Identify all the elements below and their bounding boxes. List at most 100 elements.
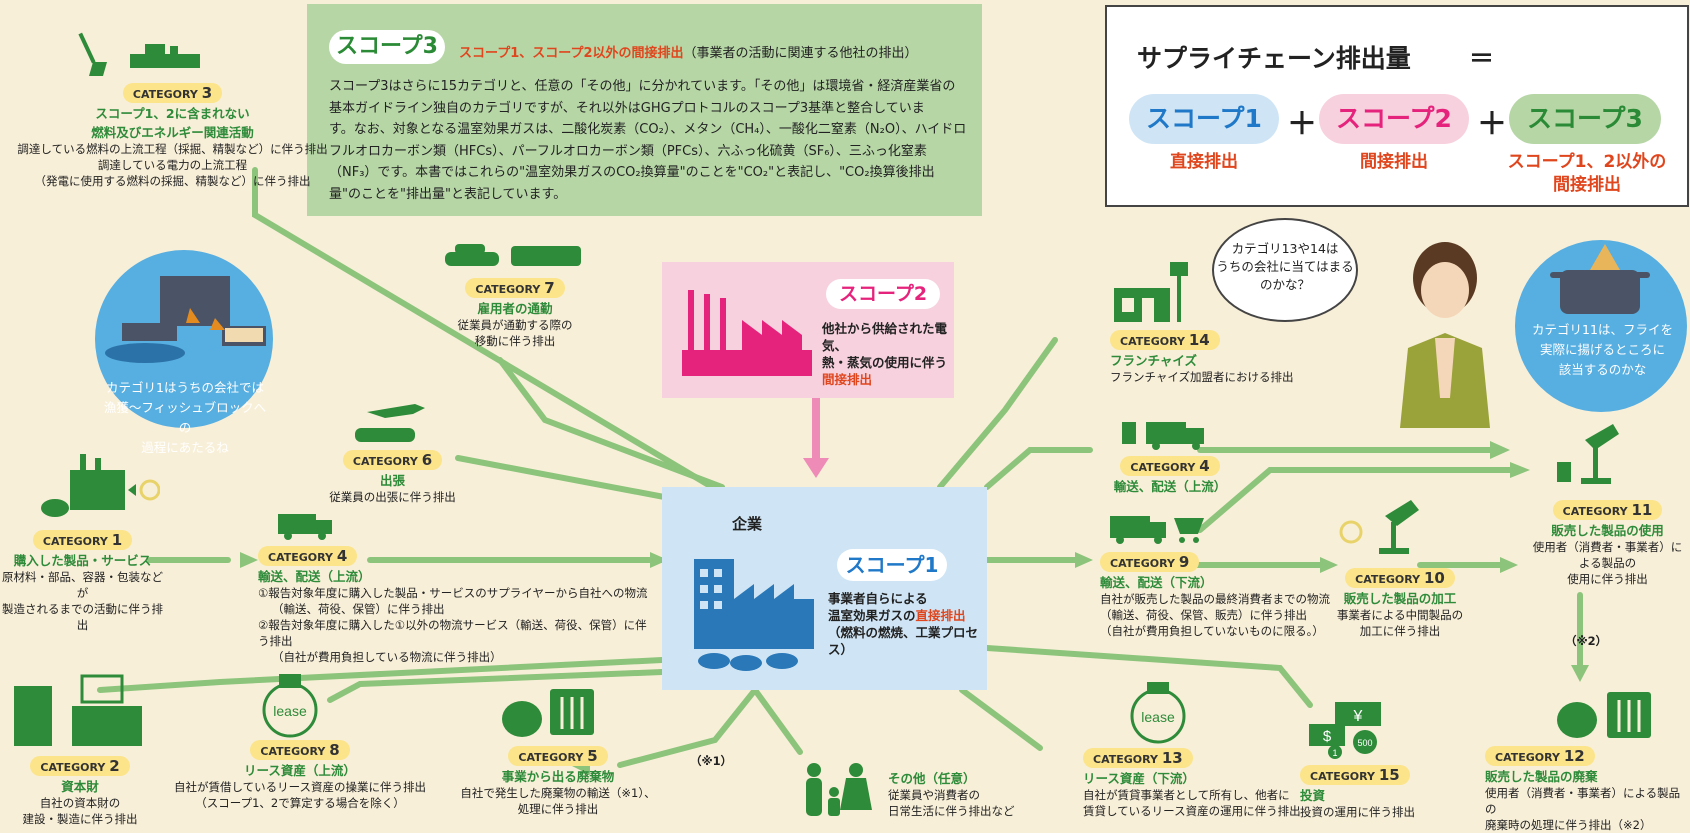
category-badge: CATEGORY 4 [258,546,358,566]
franchise-shop-icon [1114,262,1188,322]
category-desc: 賃貸しているリース資産の運用に伴う排出 [1083,804,1301,818]
category-badge: CATEGORY 15 [1300,765,1410,785]
scope2-line: 他社から供給された電気、 [822,321,948,353]
formula-scope1: スコープ1 [1129,94,1279,144]
question-speech-bubble: カテゴリ13や14は うちの会社に当てはまる のかな？ [1212,218,1358,322]
category-desc: （発電に使用する燃料の採掘、精製など）に伴う排出 [34,174,311,188]
category-desc: 従業員が通勤する際の [457,318,573,332]
category-title: 販売した製品の加工 [1343,591,1457,606]
category-badge: CATEGORY 12 [1485,746,1595,766]
category-title: リース資産（上流） [244,763,356,778]
formula-scope2-sub: 間接排出 [1360,152,1428,172]
category-title: 輸送、配送（下流） [1100,575,1213,590]
category-badge: CATEGORY 13 [1083,748,1193,768]
family-icon [806,763,872,816]
category-badge: CATEGORY 10 [1345,568,1455,588]
lease-icon: lease [1130,682,1186,744]
category-badge: CATEGORY 8 [250,740,350,760]
scope1-line: 事業者自らによる [828,591,928,606]
fry-bubble-line: カテゴリ11は、フライを [1532,322,1673,337]
scope3-body-line: 基本ガイドライン独自のカテゴリですが、それ以外はGHGプロトコルのスコープ3基準… [329,100,925,116]
category-desc: 自社の資本財の [39,796,121,810]
category-title: 輸送、配送（上流） [1113,479,1227,494]
category-title: その他（任意） [888,771,976,786]
coin-label: 1 [1332,748,1337,758]
category-desc: 自社が賃貸事業者として所有し、他者に [1083,788,1290,802]
scope3-body-line: 量"のことを"排出量"と表記しています。 [329,186,567,202]
category-desc: ①報告対象年度に購入した製品・サービスのサプライヤーから自社への物流 [258,586,648,600]
category-desc: 調達している電力の上流工程 [97,158,248,172]
scope1-text: 事業者自らによる 温室効果ガスの直接排出 （燃料の燃焼、工業プロセス） [828,590,987,658]
category-9: CATEGORY 9 輸送、配送（下流） 自社が販売した製品の最終消費者までの物… [1100,552,1340,639]
category-8: CATEGORY 8 リース資産（上流） 自社が賃借しているリース資産の操業に伴… [165,740,435,811]
scope1-line: 温室効果ガスの直接排出 [828,607,987,624]
company-scope1-box: 企業 スコープ1 事業者自らによる 温室効果ガスの直接排出 （燃料の燃焼、工業プ… [662,487,987,690]
pot-icon [1550,244,1650,314]
category-desc: （輸送、荷役、保管）に伴う排出 [272,602,445,616]
yen-label: ¥ [1353,708,1363,725]
scope3-pill: スコープ3 [329,30,445,64]
money-icon: ¥ $ 500 1 [1309,702,1381,759]
category-13: CATEGORY 13 リース資産（下流） 自社が賃貸事業者として所有し、他者に… [1083,748,1313,819]
category-title: 出張 [379,473,405,488]
category-11: CATEGORY 11 販売した製品の使用 使用者（消費者・事業者）に よる製品… [1525,500,1690,587]
category-10: CATEGORY 10 販売した製品の加工 事業者による中間製品の 加工に伴う排… [1335,568,1465,639]
fish-bubble-line: カテゴリ1はうちの会社では [106,380,264,395]
formula-scope2: スコープ2 [1319,94,1469,144]
category-3: CATEGORY 3 スコープ1、2に含まれない 燃料及びエネルギー関連活動 調… [0,83,345,189]
scope1-line: （燃料の燃焼、工業プロセス） [828,625,979,657]
formula-title: サプライチェーン排出量 [1137,44,1411,73]
category-badge: CATEGORY 4 [1120,456,1220,476]
factory-fishing-icon [105,276,266,363]
fish-bubble-text: カテゴリ1はうちの会社では 漁獲〜フィッシュブロックへの 過程にあたるね [100,378,270,458]
category-desc: 日常生活に伴う排出など [888,804,1015,818]
shovel-ship-icon [78,32,200,76]
scope1-line-pre: 温室効果ガスの [828,608,916,623]
category-desc: 投資の運用に伴う排出 [1300,805,1415,819]
category-badge: CATEGORY 7 [465,278,565,298]
truck-tag-icon [1122,422,1204,450]
category-desc: 使用者（消費者・事業者）に [1532,540,1683,554]
q-bubble-line: うちの会社に当てはまる [1216,259,1354,274]
lease-label: lease [273,703,307,719]
bulb-lamp-icon [1339,500,1419,554]
category-desc: 自社が賃借しているリース資産の操業に伴う排出 [173,780,427,794]
category-desc: （輸送、荷役、保管、販売）に伴う排出 [1100,608,1307,622]
category-4-upstream-right: CATEGORY 4 輸送、配送（上流） [1100,456,1240,495]
woman-illustration [1400,242,1490,428]
plane-train-icon [355,404,425,442]
truck-icon [278,514,332,540]
category-desc: 廃棄時の処理に伴う排出（※2） [1485,818,1652,832]
category-desc: 自社で発生した廃棄物の輸送（※1）、 [460,786,656,800]
category-badge: CATEGORY 14 [1110,330,1220,350]
formula-scope3: スコープ3 [1509,94,1661,144]
category-title: フランチャイズ [1110,353,1198,368]
truck-cart-icon [1110,516,1204,544]
category-desc: 自社が販売した製品の最終消費者までの物流 [1100,592,1330,606]
category-desc: 使用者（消費者・事業者）による製品の [1485,786,1681,816]
scope3-body-line: す。なお、対象となる温室効果ガスは、二酸化炭素（CO₂）、メタン（CH₄）、一酸… [329,122,967,137]
car-train-icon [445,244,581,266]
category-badge: CATEGORY 5 [508,746,608,766]
coin-label: 500 [1357,738,1372,748]
fry-bubble-line: 該当するのかな [1558,362,1647,377]
scope3-body-line: スコープ3はさらに15カテゴリと、任意の「その他」に分かれています。「その他」は… [329,79,956,94]
formula-plus: ＋ [1287,107,1317,142]
category-6: CATEGORY 6 出張 従業員の出張に伴う排出 [310,450,475,505]
category-desc: （自社が費用負担している物流に伴う排出） [272,650,502,664]
lease-icon: lease [262,674,318,738]
lamp-icon [1557,424,1619,484]
formula-plus: ＋ [1477,107,1507,142]
power-plant-icon [682,290,812,376]
formula-scope3-sub-line: スコープ1、2以外の [1507,152,1667,172]
category-desc: 従業員や消費者の [888,788,980,802]
category-badge: CATEGORY 9 [1100,552,1200,572]
category-title: 販売した製品の廃棄 [1485,769,1598,784]
category-title: リース資産（下流） [1083,771,1195,786]
category-1: CATEGORY 1 購入した製品・サービス 原材料・部品、容器・包装などが 製… [0,530,165,633]
formula-equals: ＝ [1469,44,1495,73]
q-bubble-line: のかな？ [1259,277,1310,292]
category-4-upstream: CATEGORY 4 輸送、配送（上流） ①報告対象年度に購入した製品・サービス… [258,546,658,665]
scope3-heading: スコープ1、スコープ2以外の間接排出（事業者の活動に関連する他社の排出） [459,42,918,61]
category-5: CATEGORY 5 事業から出る廃棄物 自社で発生した廃棄物の輸送（※1）、 … [448,746,668,817]
